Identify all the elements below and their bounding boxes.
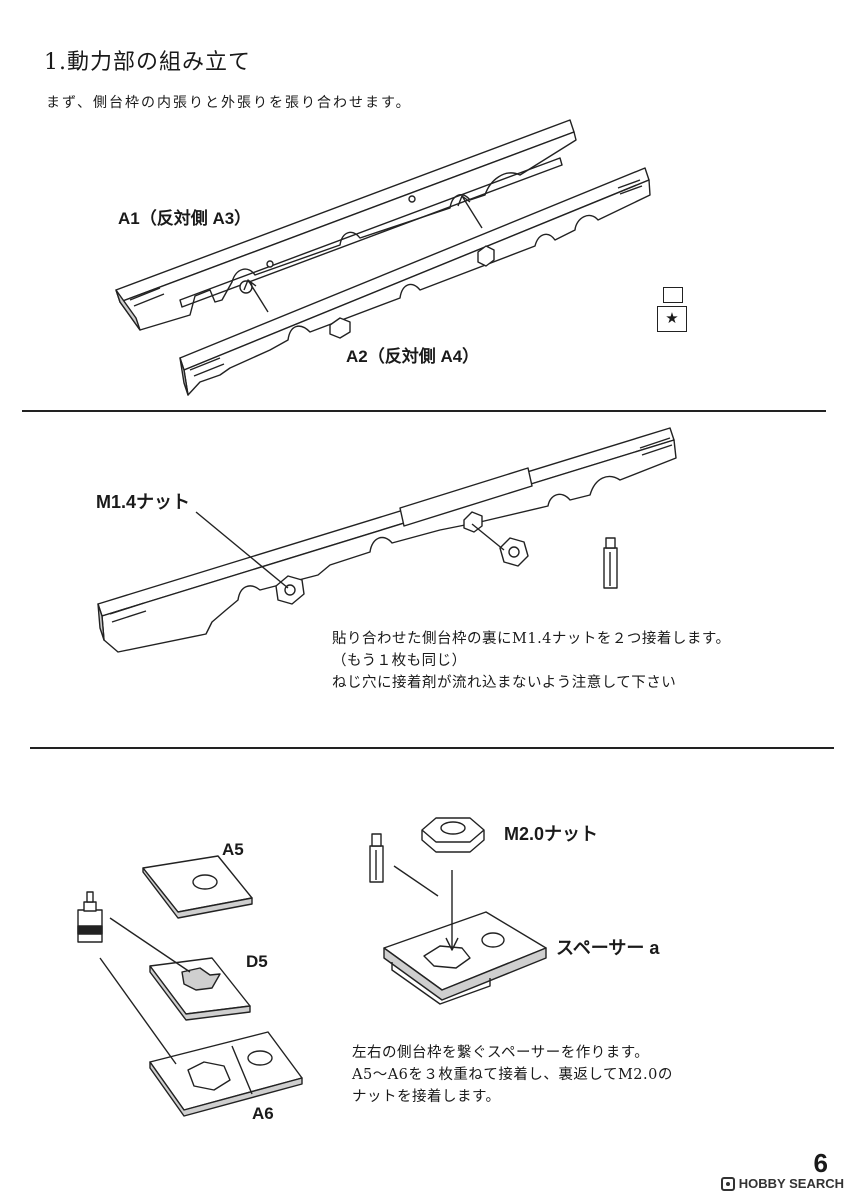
section-subtitle: まず、側台枠の内張りと外張りを張り合わせます。 — [46, 95, 412, 111]
star-box-icon: ★ — [657, 306, 687, 332]
step3-leader-lines — [99, 917, 191, 1065]
step3-spacer-lines — [393, 865, 459, 951]
label-a1: A1（反対側 A3） — [118, 209, 252, 228]
label-a6: A6 — [252, 1104, 274, 1123]
star-icon: ★ — [665, 309, 679, 327]
step3-note-line-1: 左右の側台枠を繋ぐスペーサーを作ります。 — [352, 1045, 650, 1061]
glue-bottle-icon — [77, 891, 103, 943]
hobby-search-logo-icon — [720, 1176, 735, 1191]
step2-leader-lines — [195, 511, 505, 589]
glue-tube-icon-2 — [369, 833, 384, 883]
part-a6-drawing — [149, 1031, 303, 1117]
step2-note-line-3: ねじ穴に接着剤が流れ込まないよう注意して下さい — [332, 675, 677, 691]
label-m14-nut: M1.4ナット — [96, 492, 191, 512]
step3-note: 左右の側台枠を繋ぐスペーサーを作ります。 A5～A6を３枚重ねて接着し、裏返して… — [352, 1042, 673, 1108]
nut-m20-drawing — [421, 817, 485, 853]
step3-note-line-2: A5～A6を３枚重ねて接着し、裏返してM2.0の — [352, 1067, 673, 1083]
frame-combined-drawing — [97, 427, 677, 653]
label-d5: D5 — [246, 952, 268, 971]
step2-note-line-1: 貼り合わせた側台枠の裏にM1.4ナットを２つ接着します。 — [332, 631, 731, 647]
section-title: 1.動力部の組み立て — [44, 50, 251, 75]
label-spacer-a: スペーサー a — [556, 938, 660, 958]
page-number: 6 — [813, 1148, 828, 1178]
label-m20-nut: M2.0ナット — [504, 824, 599, 844]
check-box-icon — [663, 287, 683, 303]
watermark-text: HOBBY SEARCH — [738, 1176, 844, 1191]
watermark: HOBBY SEARCH — [720, 1176, 844, 1191]
step1-arrows — [243, 195, 483, 313]
spacer-a-drawing — [383, 911, 547, 1005]
part-d5-drawing — [149, 957, 251, 1021]
glue-tube-icon — [603, 537, 618, 589]
frame-a1-drawing — [115, 119, 577, 331]
part-a5-drawing — [142, 855, 253, 919]
frame-a2-drawing — [179, 167, 651, 396]
step3-note-line-3: ナットを接着します。 — [352, 1089, 501, 1105]
step2-note: 貼り合わせた側台枠の裏にM1.4ナットを２つ接着します。 （もう１枚も同じ） ね… — [332, 628, 730, 694]
step2-note-line-2: （もう１枚も同じ） — [332, 653, 467, 669]
label-a5: A5 — [222, 840, 244, 859]
label-a2: A2（反対側 A4） — [346, 347, 480, 366]
